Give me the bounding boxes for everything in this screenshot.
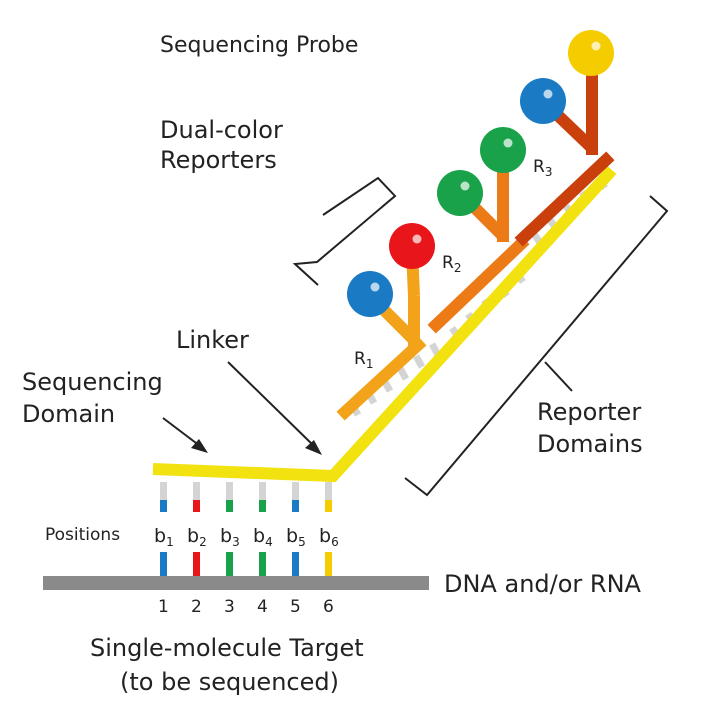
target-base-stubs	[160, 552, 332, 578]
dual-color-label-line2: Reporters	[160, 146, 277, 174]
r2-green-fluorophore-1	[437, 170, 483, 216]
r3-label: R3	[533, 157, 552, 179]
reporter-r3	[514, 30, 615, 247]
r3-blue-fluorophore	[520, 78, 566, 124]
base-label-b5: b5	[286, 525, 306, 549]
position-number-2: 2	[191, 597, 202, 617]
reporter-domains-label-line2: Domains	[537, 430, 643, 458]
sequencing-domain-label-line2: Domain	[22, 400, 115, 428]
base-label-b2: b2	[187, 525, 207, 549]
reporters-bracket	[292, 176, 397, 286]
r1-red-fluorophore	[389, 223, 435, 269]
target-label-line1: Single-molecule Target	[90, 634, 364, 662]
target-strand	[43, 576, 429, 590]
positions-label: Positions	[45, 525, 120, 545]
probe-backbone	[152, 165, 617, 483]
position-numbers: 1 2 3 4 5 6	[158, 597, 334, 617]
reporter-domains-bracket	[404, 195, 669, 497]
r2-green-fluorophore-2	[480, 127, 526, 173]
target-label-line2: (to be sequenced)	[120, 668, 339, 696]
dual-color-label-line1: Dual-color	[160, 116, 283, 144]
r1-blue-fluorophore	[347, 271, 393, 317]
sequencing-domain-arrowhead	[191, 439, 208, 453]
position-number-1: 1	[158, 597, 169, 617]
base-label-b6: b6	[319, 525, 339, 549]
r1-label: R1	[354, 349, 373, 371]
position-number-6: 6	[323, 597, 334, 617]
r3-yellow-fluorophore	[568, 30, 614, 76]
base-label-b1: b1	[154, 525, 174, 549]
base-label-b3: b3	[220, 525, 240, 549]
base-labels: b1 b2 b3 b4 b5 b6	[154, 525, 339, 549]
reporter-domains-label-line1: Reporter	[537, 398, 641, 426]
linker-arrow	[227, 361, 316, 448]
sequencing-domain-label-line1: Sequencing	[22, 368, 163, 396]
linker-label: Linker	[176, 326, 249, 354]
position-number-4: 4	[257, 597, 268, 617]
r2-label: R2	[442, 253, 461, 275]
dna-rna-label: DNA and/or RNA	[444, 570, 642, 598]
reporter-domains-pointer	[544, 361, 573, 392]
reporter-r1	[336, 223, 435, 421]
sequencing-probe-title: Sequencing Probe	[160, 33, 358, 58]
linker-arrowhead	[305, 440, 322, 455]
reporter-r2	[427, 127, 530, 334]
position-number-5: 5	[290, 597, 301, 617]
sequencing-domain-arrow	[162, 417, 201, 447]
base-label-b4: b4	[253, 525, 273, 549]
position-number-3: 3	[224, 597, 235, 617]
probe-base-stubs	[160, 482, 332, 512]
